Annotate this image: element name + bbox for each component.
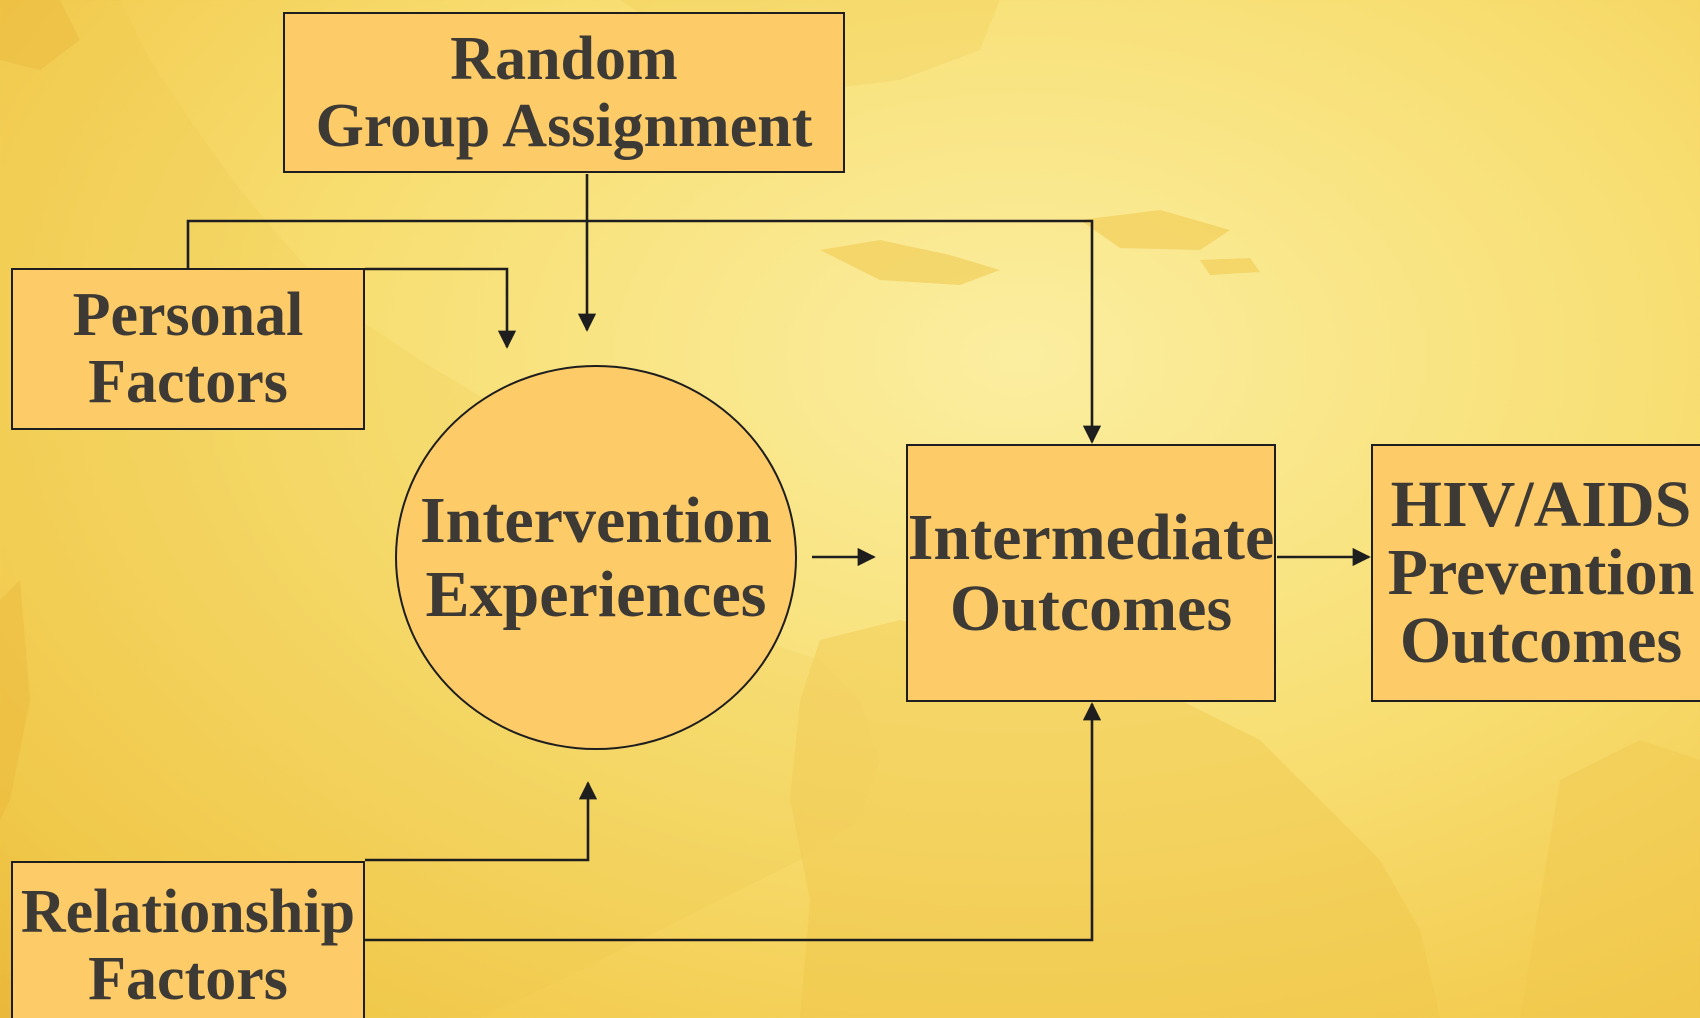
edge-relationship-to-intervention bbox=[365, 781, 598, 862]
relationship-factors-node: Relationship Factors bbox=[11, 861, 365, 1018]
node-label-line: Factors bbox=[88, 944, 288, 1013]
intermediate-outcomes-node: Intermediate Outcomes bbox=[906, 444, 1276, 702]
node-label-line: Intermediate bbox=[907, 500, 1275, 574]
node-label-line: Relationship bbox=[20, 878, 356, 946]
node-label-line: Outcomes bbox=[949, 572, 1233, 645]
node-label-line: Factors bbox=[88, 348, 288, 416]
node-label-line: Outcomes bbox=[1399, 603, 1683, 677]
node-label-line: Group Assignment bbox=[315, 91, 813, 160]
edge-personal-to-intervention bbox=[365, 267, 517, 349]
node-label-line: Random bbox=[450, 24, 678, 93]
personal-factors-node: Personal Factors bbox=[11, 268, 365, 430]
node-label-line: Prevention bbox=[1387, 536, 1695, 610]
random-group-assignment-node: Random Group Assignment bbox=[283, 12, 845, 173]
edge-random-to-intermediate bbox=[186, 219, 1102, 444]
edge-relationship-to-intermediate bbox=[365, 702, 1102, 942]
node-label-line: Intervention bbox=[420, 483, 772, 557]
intervention-experiences-node: Intervention Experiences bbox=[395, 365, 797, 750]
node-label-line: HIV/AIDS bbox=[1390, 468, 1692, 542]
node-label-line: Personal bbox=[72, 281, 304, 350]
node-label-line: Experiences bbox=[425, 557, 767, 631]
hiv-aids-prevention-outcomes-node: HIV/AIDS Prevention Outcomes bbox=[1371, 444, 1700, 702]
